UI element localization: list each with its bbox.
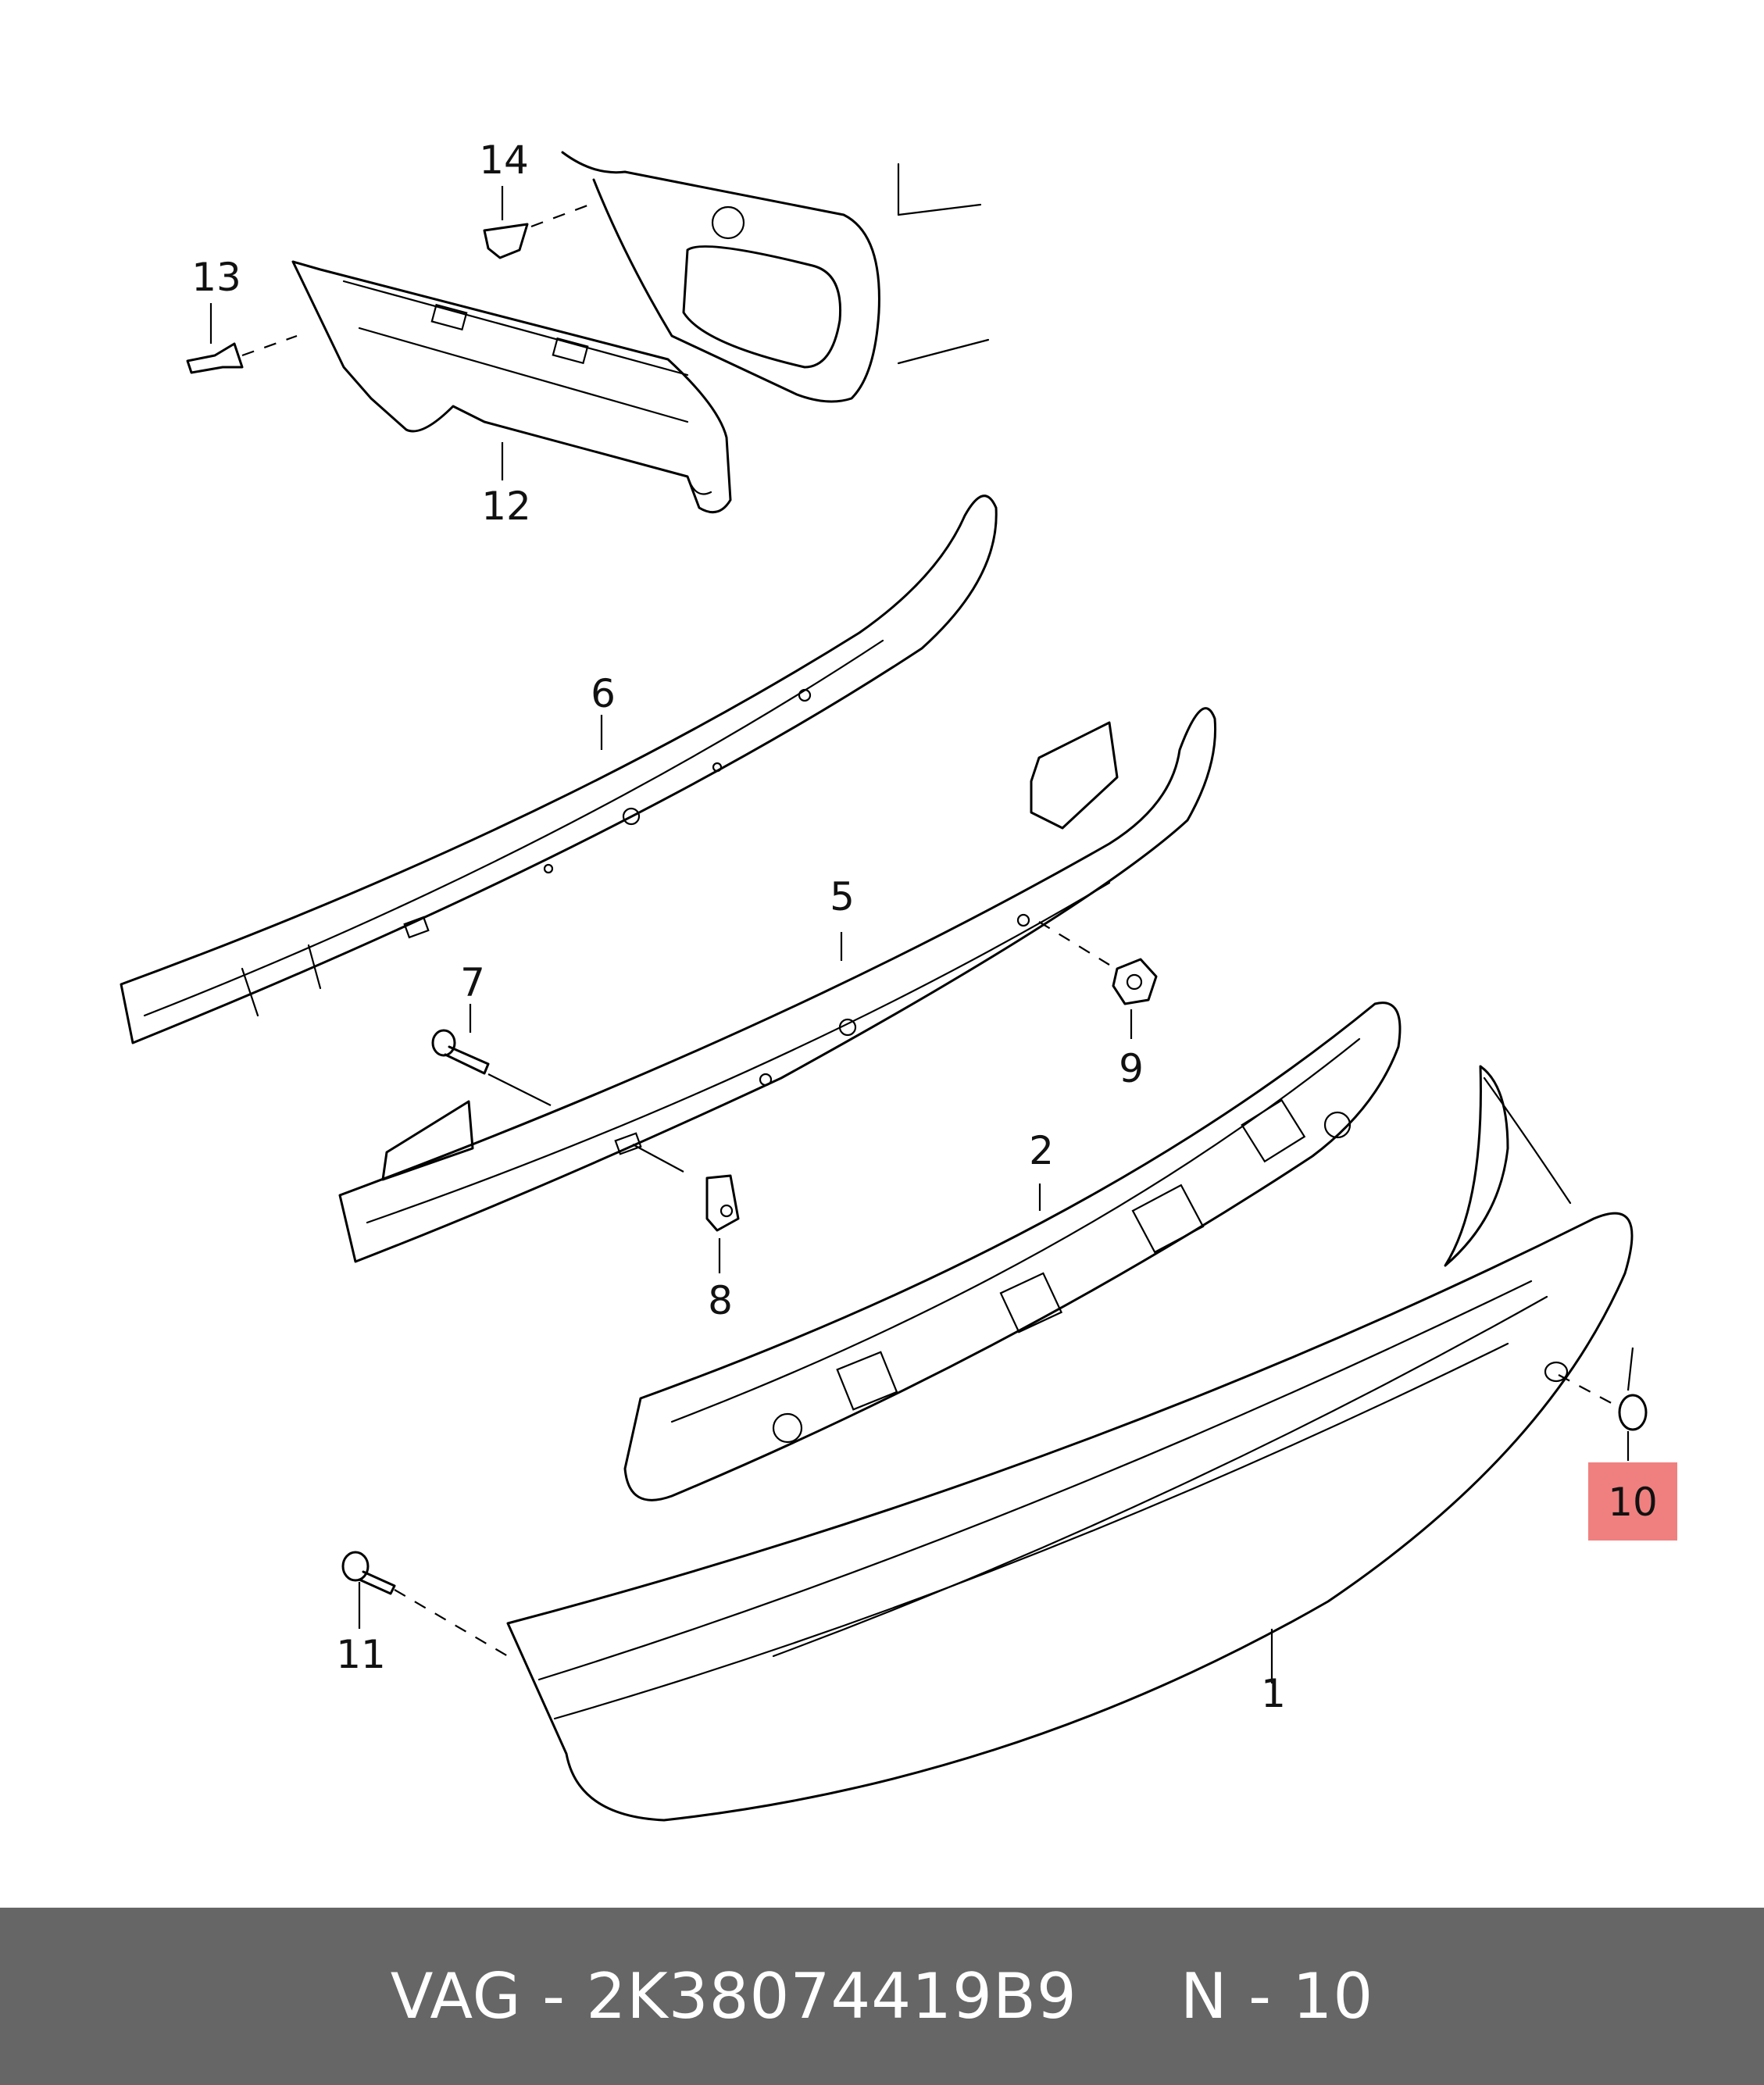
svg-text:6: 6 [591,671,616,716]
callout-6[interactable]: 6 [591,671,616,716]
part-13-clip [186,342,244,374]
part-1-bumper-cover [506,1065,1634,1822]
callout-8[interactable]: 8 [708,1278,733,1323]
svg-text:1: 1 [1261,1671,1286,1716]
part-11-screw [341,1551,396,1595]
svg-text:12: 12 [481,484,531,529]
callout-10-highlight [1588,1462,1677,1541]
callout-12[interactable]: 12 [481,484,531,529]
callout-14[interactable]: 14 [479,137,529,183]
part-number: 2K38074419B9 [586,1960,1077,2033]
callout-7[interactable]: 7 [460,960,485,1005]
part-2-energy-absorber [623,1001,1402,1501]
footer-caption: VAG - 2K38074419B9 N - 10 [391,1960,1374,2033]
separator: - [521,1960,587,2033]
part-5-bumper-carrier [338,707,1217,1263]
svg-text:2: 2 [1029,1128,1054,1173]
svg-text:10: 10 [1608,1480,1658,1525]
callout-5[interactable]: 5 [830,874,855,919]
part-6-reinforcement [120,494,998,1044]
svg-text:5: 5 [830,874,855,919]
part-14-expanding-nut [483,223,529,259]
part-10-cap [1618,1394,1648,1431]
footer-bar: VAG - 2K38074419B9 N - 10 [0,1908,1764,2085]
svg-text:14: 14 [479,137,529,183]
callout-11[interactable]: 11 [336,1632,386,1677]
leader-lines [209,186,1634,1683]
callout-13[interactable]: 13 [191,255,241,300]
svg-text:9: 9 [1119,1046,1144,1091]
callout-9[interactable]: 9 [1119,1046,1144,1091]
assembly-lines [241,202,1618,1657]
part-12-bracket [291,260,732,514]
brand-label: VAG [390,1960,522,2033]
body-panel [561,151,990,403]
part-7-bolt [431,1029,490,1075]
callout-1[interactable]: 1 [1261,1671,1286,1716]
part-9-nut [1112,958,1158,1005]
spacer [1077,1960,1180,2033]
position-label: N - 10 [1180,1960,1374,2033]
svg-text:11: 11 [336,1632,386,1677]
parts-diagram-svg: 1 2 5 6 7 8 9 10 11 12 13 14 [120,137,1677,1822]
part-8-clip-nut [705,1174,740,1232]
callout-10[interactable]: 10 [1588,1462,1677,1541]
svg-text:13: 13 [191,255,241,300]
callout-2[interactable]: 2 [1029,1128,1054,1173]
parts-diagram: 1 2 5 6 7 8 9 10 11 12 13 14 [120,137,1677,1822]
svg-text:7: 7 [460,960,485,1005]
svg-text:8: 8 [708,1278,733,1323]
